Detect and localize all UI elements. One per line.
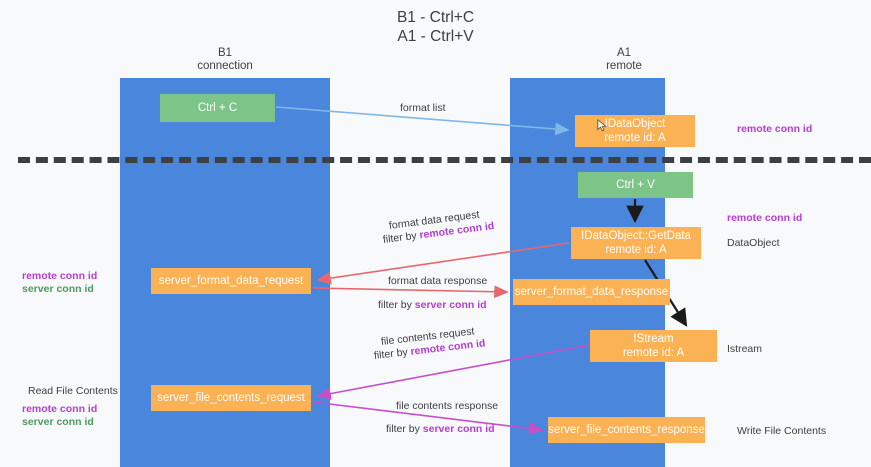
node-server-format-data-response[interactable]: server_format_data_response — [513, 279, 670, 305]
annotation-left-server-conn-id-bottom: server conn id — [22, 416, 94, 428]
title-line-2: A1 - Ctrl+V — [397, 28, 474, 45]
node-server-file-contents-response[interactable]: server_file_contents_response — [548, 417, 705, 443]
column-header-b1-name: B1 — [217, 47, 233, 59]
mouse-cursor-icon — [597, 119, 608, 132]
annotation-left-server-conn-id-mid: server conn id — [22, 283, 94, 295]
node-format-data-response-label: server_format_data_response — [514, 286, 669, 298]
filter-prefix: filter by — [373, 345, 412, 362]
filter-prefix: filter by — [382, 229, 421, 246]
node-server-file-contents-request[interactable]: server_file_contents_request — [151, 385, 311, 411]
column-header-a1: A1 remote — [549, 47, 699, 73]
page-title: B1 - Ctrl+C A1 - Ctrl+V — [0, 8, 871, 46]
node-ctrl-c-label: Ctrl + C — [197, 102, 238, 114]
edge-label-format-list-text: format list — [400, 102, 446, 114]
annotation-right-write-file-contents: Write File Contents — [737, 425, 827, 437]
node-getdata-label: IDataObject::GetData — [581, 230, 691, 242]
edge-format-data-response — [312, 285, 509, 299]
annotation-right-istream: Istream — [727, 343, 763, 355]
edge-label-format-data-response: format data response — [388, 274, 487, 288]
column-header-b1-role: connection — [197, 60, 253, 72]
edge-label-format-data-response-text: format data response — [388, 275, 488, 287]
node-istream-sub: remote id: A — [622, 347, 685, 359]
node-file-contents-request-label: server_file_contents_request — [157, 392, 305, 404]
filter-prefix: filter by — [378, 299, 415, 311]
edge-label-file-contents-response-filter: filter by server conn id — [386, 422, 495, 436]
node-idataobject-label: IDataObject — [604, 118, 666, 130]
node-file-contents-response-label: server_file_contents_response — [548, 424, 705, 436]
node-ctrl-v[interactable]: Ctrl + V — [578, 172, 693, 198]
annotation-left-remote-conn-id-bottom: remote conn id — [22, 403, 98, 415]
node-istream[interactable]: IStream remote id: A — [590, 330, 717, 362]
column-header-a1-role: remote — [606, 60, 642, 72]
node-ctrl-c[interactable]: Ctrl + C — [160, 94, 275, 122]
annotation-right-dataobject: DataObject — [727, 237, 780, 249]
node-idataobject[interactable]: IDataObject remote id: A — [575, 115, 695, 147]
edge-label-file-contents-response: file contents response — [396, 399, 498, 413]
annotation-right-remote-conn-id-top: remote conn id — [737, 123, 813, 135]
annotation-left-read-file-contents: Read File Contents — [28, 385, 118, 397]
phase-separator-dashed-line — [18, 157, 871, 163]
column-header-b1: B1 connection — [150, 47, 300, 73]
node-format-data-request-label: server_format_data_request — [158, 275, 304, 287]
node-idataobject-sub: remote id: A — [604, 132, 666, 144]
title-line-1: B1 - Ctrl+C — [396, 9, 475, 26]
filter-prefix: filter by — [386, 423, 423, 435]
column-header-a1-name: A1 — [616, 47, 632, 59]
edge-label-file-contents-response-text: file contents response — [396, 400, 499, 412]
node-idataobject-getdata[interactable]: IDataObject::GetData remote id: A — [571, 227, 701, 259]
node-ctrl-v-label: Ctrl + V — [616, 179, 655, 191]
node-getdata-sub: remote id: A — [605, 244, 667, 256]
annotation-right-remote-conn-id-mid: remote conn id — [727, 212, 803, 224]
edge-label-format-data-response-filter: filter by server conn id — [378, 298, 487, 312]
annotation-left-remote-conn-id-mid: remote conn id — [22, 270, 98, 282]
filter-key-server-conn-id: server conn id — [414, 299, 487, 311]
node-server-format-data-request[interactable]: server_format_data_request — [151, 268, 311, 294]
filter-key-server-conn-id: server conn id — [422, 423, 495, 435]
node-istream-label: IStream — [633, 333, 674, 345]
edge-label-format-list: format list — [400, 101, 446, 115]
